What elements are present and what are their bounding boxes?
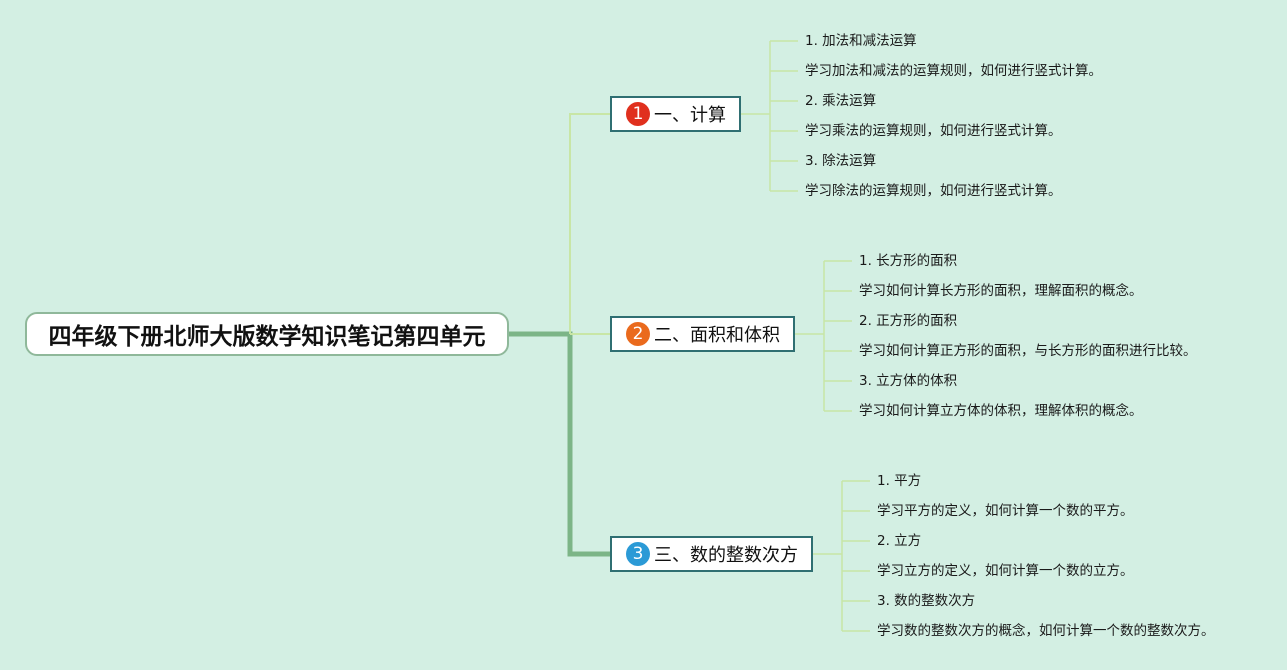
leaf-description[interactable]: 学习乘法的运算规则，如何进行竖式计算。 (805, 123, 1062, 139)
leaf-topic[interactable]: 1. 平方 (877, 473, 922, 489)
trunk-connector (509, 331, 610, 557)
leaf-topic[interactable]: 1. 加法和减法运算 (805, 33, 917, 49)
leaf-description[interactable]: 学习数的整数次方的概念，如何计算一个数的整数次方。 (877, 623, 1215, 639)
leaf-topic[interactable]: 1. 长方形的面积 (859, 253, 958, 269)
branch-label: 二、面积和体积 (654, 325, 780, 346)
leaf-topic[interactable]: 3. 除法运算 (805, 153, 877, 169)
leaf-description[interactable]: 学习如何计算长方形的面积，理解面积的概念。 (859, 283, 1143, 299)
leaf-description[interactable]: 学习平方的定义，如何计算一个数的平方。 (877, 503, 1134, 519)
root-title: 四年级下册北师大版数学知识笔记第四单元 (48, 324, 486, 350)
branch-node-calculation[interactable]: 1 一、计算 (610, 96, 741, 132)
branch-label: 一、计算 (654, 105, 726, 126)
leaf-topic[interactable]: 2. 立方 (877, 533, 922, 549)
leaf-description[interactable]: 学习立方的定义，如何计算一个数的立方。 (877, 563, 1134, 579)
number-badge-icon: 2 (626, 322, 650, 346)
branch-node-area-volume[interactable]: 2 二、面积和体积 (610, 316, 795, 352)
leaf-topic[interactable]: 3. 数的整数次方 (877, 593, 976, 609)
number-badge-icon: 1 (626, 102, 650, 126)
branch-connector (569, 113, 610, 334)
number-badge-icon: 3 (626, 542, 650, 566)
leaf-topic[interactable]: 3. 立方体的体积 (859, 373, 958, 389)
leaf-topic[interactable]: 2. 乘法运算 (805, 93, 877, 109)
leaf-description[interactable]: 学习加法和减法的运算规则，如何进行竖式计算。 (805, 63, 1102, 79)
leaf-description[interactable]: 学习除法的运算规则，如何进行竖式计算。 (805, 183, 1062, 199)
root-node[interactable]: 四年级下册北师大版数学知识笔记第四单元 (25, 312, 509, 356)
branch-node-integer-powers[interactable]: 3 三、数的整数次方 (610, 536, 813, 572)
branch-label: 三、数的整数次方 (654, 545, 798, 566)
leaf-description[interactable]: 学习如何计算正方形的面积，与长方形的面积进行比较。 (859, 343, 1197, 359)
leaf-topic[interactable]: 2. 正方形的面积 (859, 313, 958, 329)
leaf-description[interactable]: 学习如何计算立方体的体积，理解体积的概念。 (859, 403, 1143, 419)
